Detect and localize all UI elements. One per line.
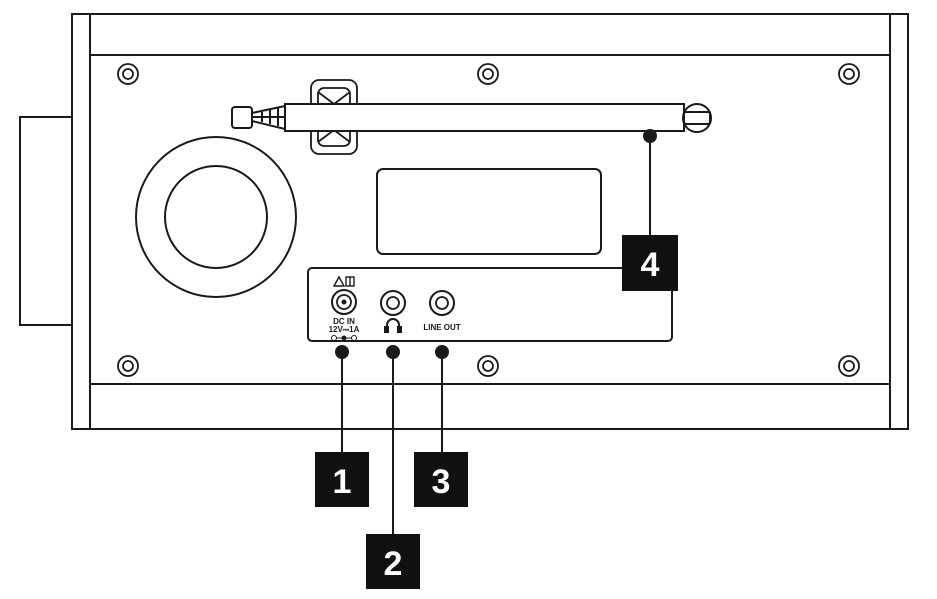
leader-dot-3 [435, 345, 449, 359]
warning-triangle-manual-icon [332, 275, 355, 287]
screw-icon [838, 63, 860, 85]
line-out-jack: LINE OUT [423, 290, 461, 332]
screw-icon [838, 355, 860, 377]
leader-dot-1 [335, 345, 349, 359]
screw-icon [477, 355, 499, 377]
side-knob [19, 116, 73, 326]
speaker-port [135, 136, 297, 298]
dc-in-label: DC IN [333, 317, 355, 326]
connector-panel [307, 267, 673, 342]
callout-1-number: 1 [333, 463, 352, 501]
callout-3: 3 [414, 452, 468, 507]
callout-2: 2 [366, 534, 420, 589]
callout-4-number: 4 [641, 246, 660, 284]
leader-lines [335, 129, 657, 534]
callout-2-number: 2 [384, 545, 403, 583]
callout-1: 1 [315, 452, 369, 507]
screw-icon [117, 63, 139, 85]
line-out-label: LINE OUT [423, 323, 460, 332]
screw-icon [117, 355, 139, 377]
callout-4: 4 [622, 235, 678, 291]
dc-in-rating: 12V⎓1A [329, 325, 360, 334]
dc-in-jack: DC IN 12V⎓1A [329, 275, 360, 341]
callout-3-number: 3 [432, 463, 451, 501]
headphone-icon [384, 318, 402, 333]
headphone-jack [380, 290, 406, 333]
polarity-symbol-icon [331, 335, 357, 341]
leader-dot-2 [386, 345, 400, 359]
screws [117, 63, 860, 377]
screw-icon [477, 63, 499, 85]
display-window [376, 168, 602, 255]
leader-dot-4 [643, 129, 657, 143]
housing-outline [71, 13, 909, 430]
telescopic-antenna [231, 103, 712, 133]
